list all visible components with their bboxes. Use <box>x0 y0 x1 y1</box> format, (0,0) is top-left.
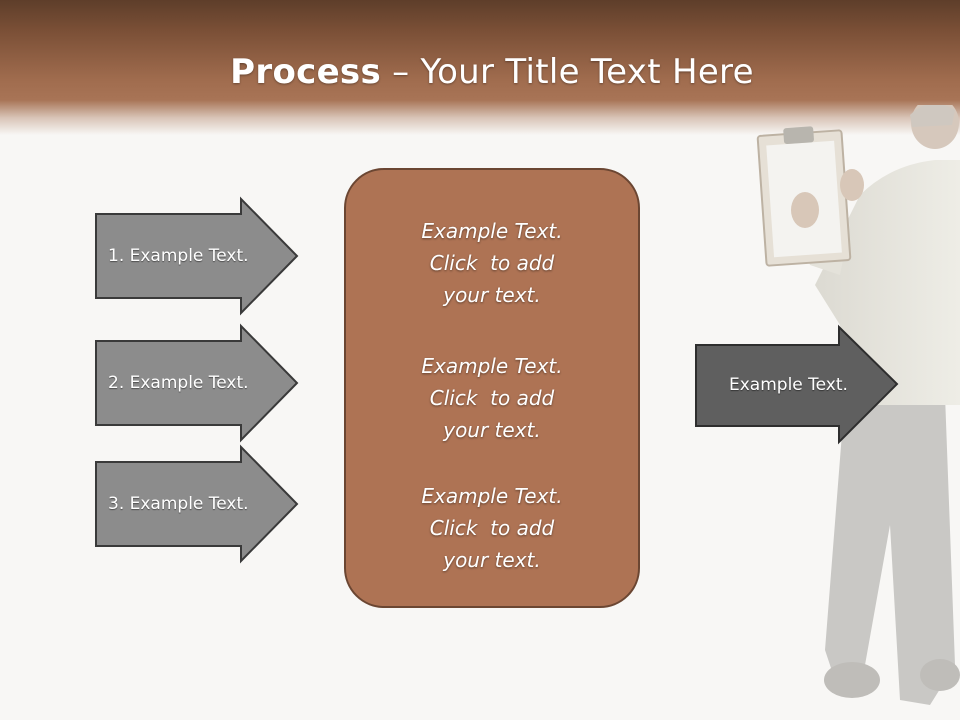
step-label: 1. Example Text. <box>108 246 249 266</box>
center-text-line: Click to add <box>429 386 555 410</box>
step-label: 2. Example Text. <box>108 373 249 393</box>
title-banner <box>0 0 960 135</box>
arrow-shape-icon <box>95 196 299 316</box>
center-text-line: your text. <box>443 548 541 572</box>
center-text-line: Click to add <box>429 516 555 540</box>
title-bold-text: Process <box>230 52 382 92</box>
center-text-block-1: Example Text. Click to add your text. <box>346 215 638 311</box>
title-rest-text: – Your Title Text Here <box>381 52 754 92</box>
process-step-arrow-2[interactable]: 2. Example Text. <box>95 323 299 443</box>
process-center-box[interactable]: Example Text. Click to add your text. Ex… <box>344 168 640 608</box>
arrow-shape-icon <box>95 323 299 443</box>
arrow-shape-icon <box>95 444 299 564</box>
result-arrow[interactable]: Example Text. <box>695 324 899 445</box>
result-label: Example Text. <box>729 375 848 395</box>
process-step-arrow-3[interactable]: 3. Example Text. <box>95 444 299 564</box>
center-text-line: Example Text. <box>421 484 563 508</box>
arrow-shape-icon <box>695 324 899 445</box>
center-text-line: your text. <box>443 418 541 442</box>
step-label: 3. Example Text. <box>108 494 249 514</box>
center-text-block-3: Example Text. Click to add your text. <box>346 480 638 576</box>
process-step-arrow-1[interactable]: 1. Example Text. <box>95 196 299 316</box>
center-text-line: your text. <box>443 283 541 307</box>
center-text-line: Example Text. <box>421 219 563 243</box>
center-text-block-2: Example Text. Click to add your text. <box>346 350 638 446</box>
slide-title[interactable]: Process – Your Title Text Here <box>0 52 960 92</box>
center-text-line: Example Text. <box>421 354 563 378</box>
center-text-line: Click to add <box>429 251 555 275</box>
